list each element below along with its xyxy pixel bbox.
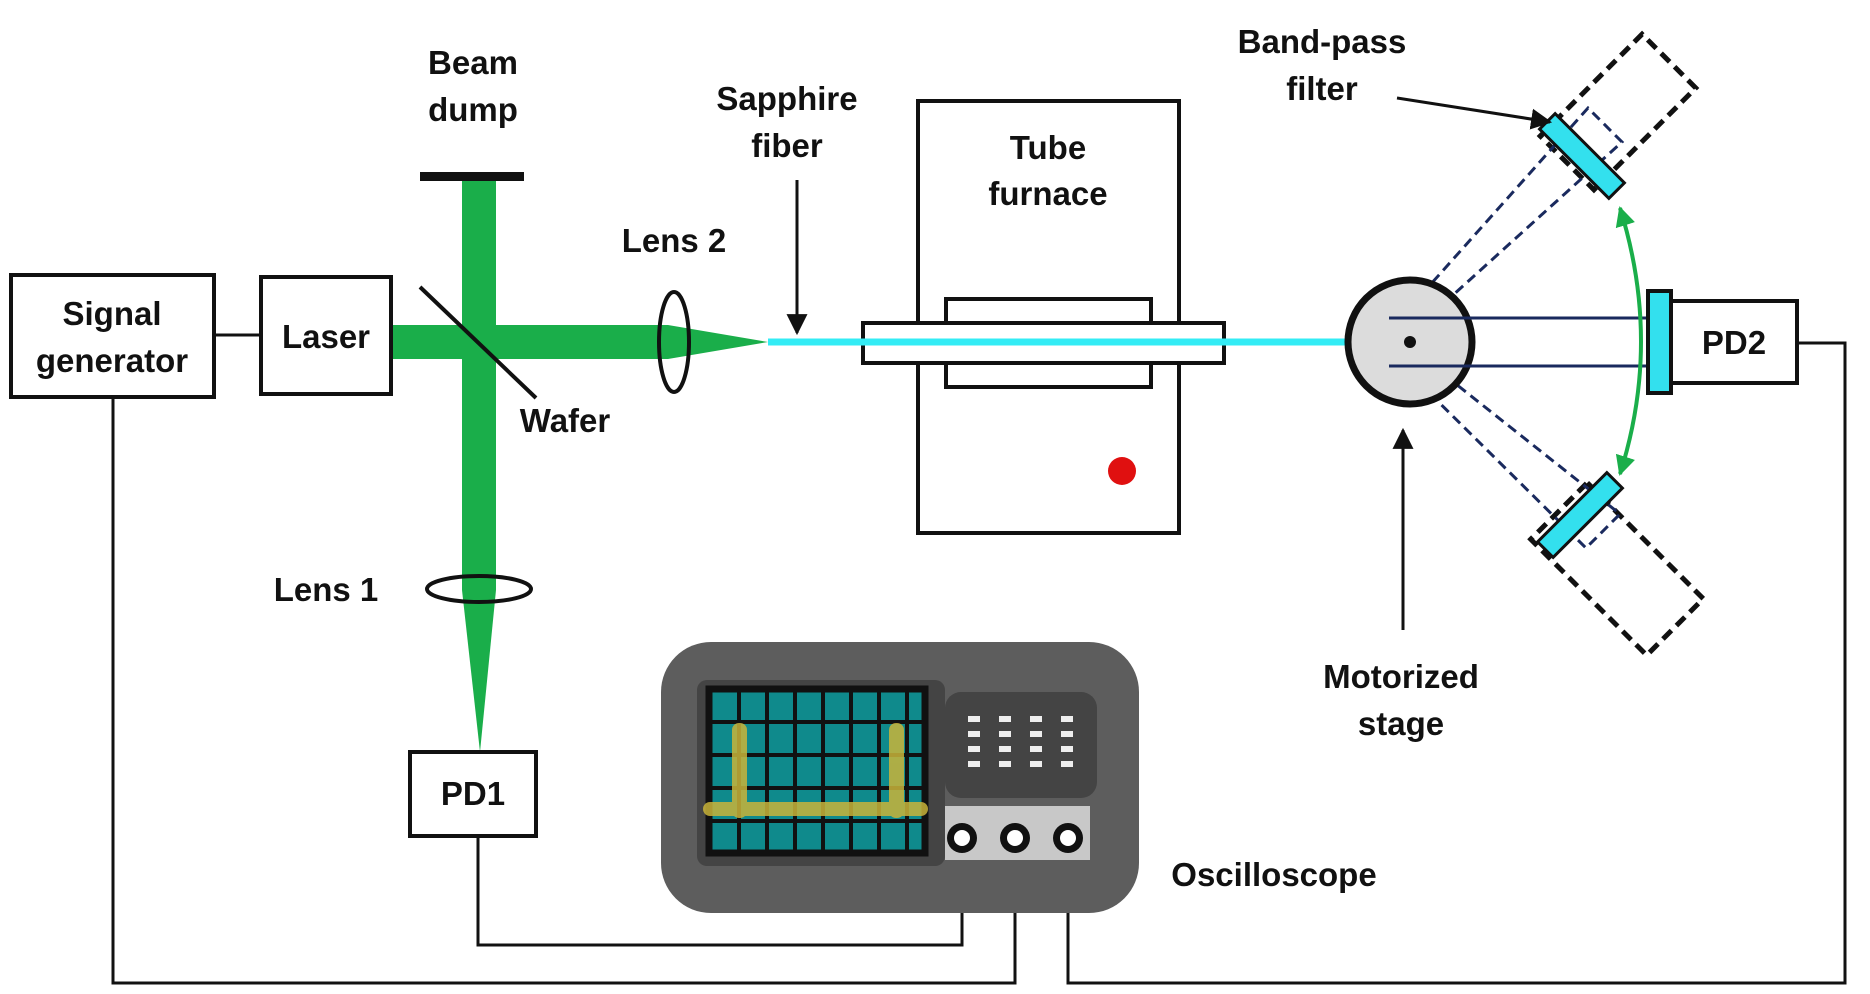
label-oscilloscope: Oscilloscope	[1171, 856, 1376, 893]
label-beam-dump-1: Beam	[428, 44, 518, 81]
label-tube-furnace-1: Tube	[1010, 129, 1086, 166]
label-laser: Laser	[282, 318, 370, 355]
laser-beam-horizontal	[390, 325, 668, 359]
rotation-arc-arrow	[1615, 206, 1643, 476]
oscilloscope	[661, 642, 1139, 913]
pointer-arrows	[786, 96, 1553, 630]
label-lens-2: Lens 2	[622, 222, 727, 259]
label-signal-generator-2: generator	[36, 342, 188, 379]
label-lens-1: Lens 1	[274, 571, 379, 608]
pd2-box	[1669, 299, 1799, 385]
band-pass-filter-upper	[1537, 111, 1627, 201]
furnace-indicator-light	[1108, 457, 1136, 485]
beam-dump	[420, 172, 524, 181]
label-signal-generator-1: Signal	[62, 295, 161, 332]
oscilloscope-input-jack-3	[1053, 823, 1083, 853]
laser-beam-vertical	[462, 180, 496, 590]
label-pd1: PD1	[441, 775, 505, 812]
oscilloscope-control-buttons	[968, 716, 1073, 767]
laser-beam-path	[390, 180, 768, 752]
label-band-pass-filter-1: Band-pass	[1238, 23, 1407, 60]
band-pass-filter-main	[1646, 289, 1673, 395]
signal-generator-box	[9, 273, 216, 399]
direct-light-path	[1389, 316, 1658, 368]
lens-1	[425, 574, 533, 604]
wafer-beam-splitter	[418, 285, 538, 400]
label-motorized-stage-2: stage	[1358, 705, 1444, 742]
laser-beam-focus-lens2	[668, 325, 768, 359]
oscilloscope-input-jack-1	[947, 823, 977, 853]
stage-center	[1404, 336, 1416, 348]
band-pass-filter-arrow	[1396, 96, 1553, 130]
oscilloscope-trace	[703, 723, 928, 818]
pd1-box	[408, 750, 538, 838]
label-sapphire-fiber-2: fiber	[751, 127, 823, 164]
band-pass-filter-lower	[1535, 470, 1625, 560]
laser-box	[259, 275, 393, 396]
label-motorized-stage-1: Motorized	[1323, 658, 1479, 695]
laser-beam-focus-lens1	[462, 590, 496, 752]
label-beam-dump-2: dump	[428, 91, 518, 128]
rotated-detector-positions	[1527, 30, 1707, 659]
rotated-light-paths	[1387, 105, 1625, 551]
label-wafer: Wafer	[520, 402, 611, 439]
label-band-pass-filter-2: filter	[1286, 70, 1358, 107]
oscilloscope-control-panel	[945, 692, 1097, 798]
label-pd2: PD2	[1702, 324, 1766, 361]
oscilloscope-input-jack-2	[1000, 823, 1030, 853]
lens-2	[657, 290, 691, 394]
label-tube-furnace-2: furnace	[988, 175, 1107, 212]
label-sapphire-fiber-1: Sapphire	[716, 80, 857, 117]
